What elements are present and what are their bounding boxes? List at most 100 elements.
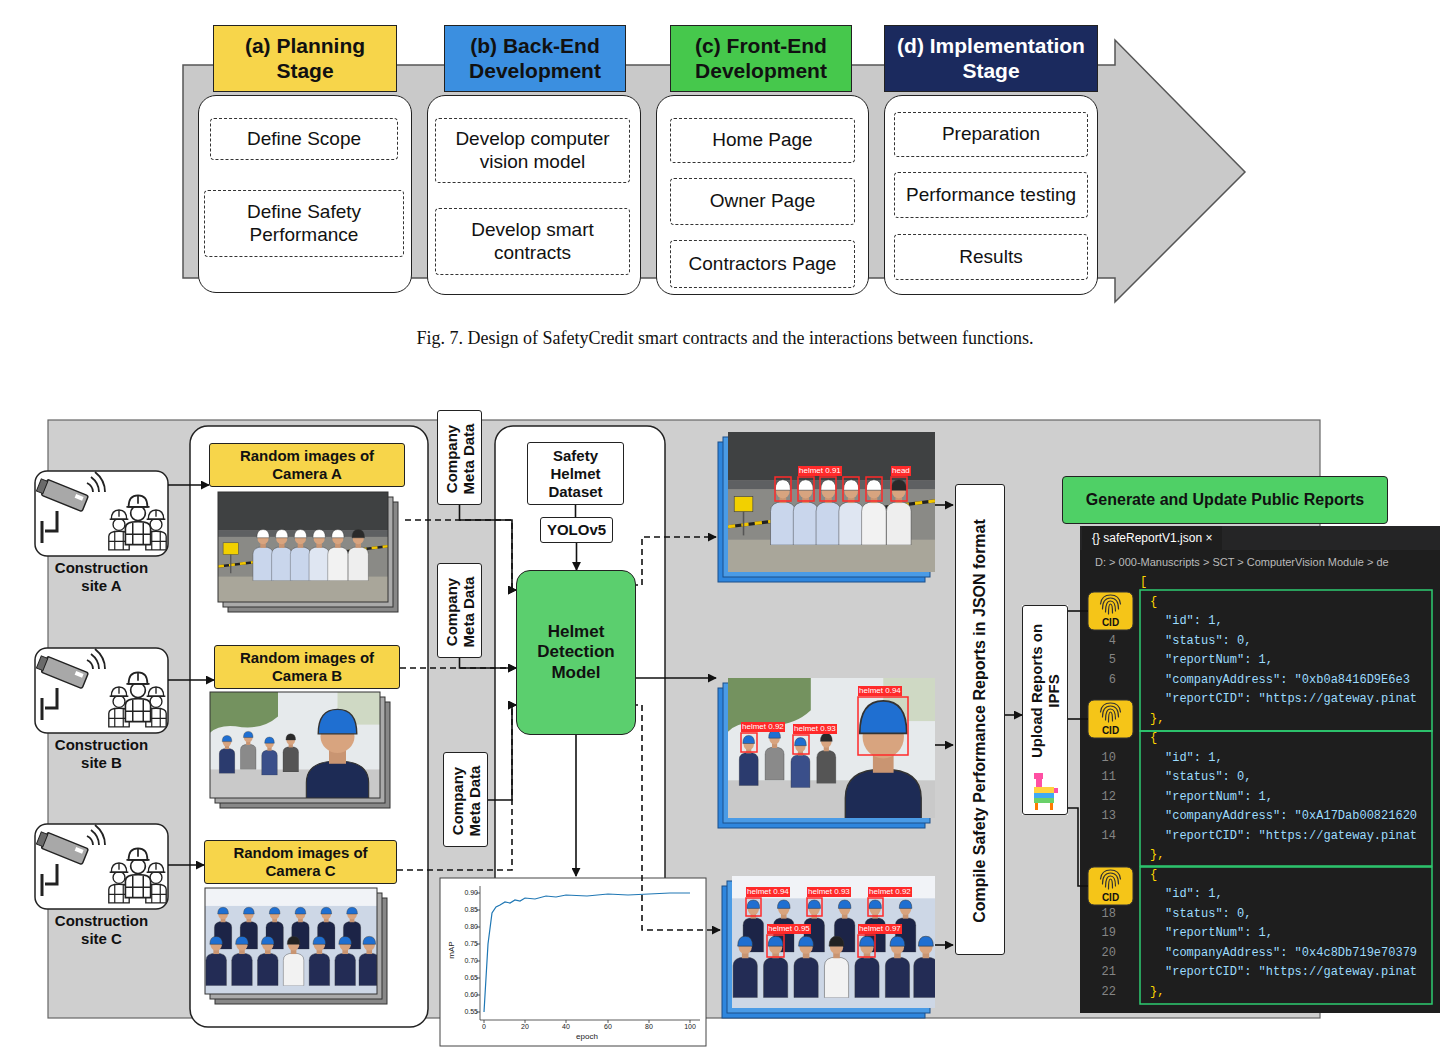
connector bbox=[1068, 808, 1088, 886]
vertical-box: Company Meta Data bbox=[437, 410, 482, 505]
line-number: 14 bbox=[1094, 828, 1116, 844]
axis-tick: 0.80 bbox=[458, 922, 478, 931]
detection-tag: helmet 0.91 bbox=[798, 466, 842, 476]
task-label: Home Page bbox=[712, 129, 812, 152]
line-number: 6 bbox=[1094, 672, 1116, 688]
figure-caption: Fig. 7. Design of SafetyCredit smart con… bbox=[0, 327, 1450, 349]
detection-tag: helmet 0.93 bbox=[807, 887, 851, 897]
axis-tick: 0.85 bbox=[458, 905, 478, 914]
code-line: "reportNum": 1, bbox=[1165, 925, 1273, 941]
axis-tick: 0.90 bbox=[458, 888, 478, 897]
stage-panel: (d) Implementation StagePreparationPerfo… bbox=[884, 25, 1098, 295]
task-box: Owner Page bbox=[670, 178, 855, 225]
code-line: "id": 1, bbox=[1165, 886, 1223, 902]
camera-header: Random images of Camera B bbox=[214, 645, 400, 689]
camera-images bbox=[205, 492, 398, 1004]
task-box: Performance testing bbox=[894, 172, 1088, 218]
code-line: "reportCID": "https://gateway.pinat bbox=[1165, 691, 1417, 707]
task-label: Performance testing bbox=[906, 184, 1076, 207]
code-line: "status": 0, bbox=[1165, 633, 1251, 649]
line-number: 5 bbox=[1094, 652, 1116, 668]
vertical-label: Company Meta Data bbox=[442, 416, 477, 501]
code-editor bbox=[1080, 526, 1440, 1013]
process-box: Helmet Detection Model bbox=[516, 570, 636, 735]
axis-tick: 100 bbox=[678, 1022, 702, 1031]
task-label: Develop computer vision model bbox=[436, 128, 629, 174]
code-line: "status": 0, bbox=[1165, 769, 1251, 785]
code-line: "reportNum": 1, bbox=[1165, 789, 1273, 805]
site-label: Construction site B bbox=[46, 736, 158, 772]
vertical-box: Upload Reports on IPFS bbox=[1022, 605, 1068, 815]
code-line: "companyAddress": "0xb0a8416D9E6e3 bbox=[1165, 672, 1410, 688]
cid-badge: CID bbox=[1088, 700, 1133, 738]
box-label: Generate and Update Public Reports bbox=[1086, 490, 1364, 509]
connector bbox=[576, 543, 578, 570]
cid-label: CID bbox=[1088, 892, 1133, 903]
connector bbox=[488, 705, 516, 800]
detection-images bbox=[718, 432, 938, 1018]
line-number: 10 bbox=[1094, 750, 1116, 766]
vertical-label: Company Meta Data bbox=[442, 569, 477, 654]
task-box: Define Safety Performance bbox=[204, 190, 404, 257]
line-number: 13 bbox=[1094, 808, 1116, 824]
axis-title: epoch bbox=[567, 1032, 607, 1042]
map-chart bbox=[440, 735, 706, 1046]
task-label: Preparation bbox=[942, 123, 1040, 146]
task-box: Define Scope bbox=[210, 118, 398, 160]
task-label: Results bbox=[959, 246, 1022, 269]
axis-tick: 40 bbox=[554, 1022, 578, 1031]
stage-header: (d) Implementation Stage bbox=[884, 25, 1098, 92]
editor-tab: {} safeReportV1.json × bbox=[1092, 531, 1212, 545]
site-icons bbox=[35, 471, 168, 909]
code-line: "reportCID": "https://gateway.pinat bbox=[1165, 964, 1417, 980]
connector bbox=[575, 505, 577, 517]
code-line: { bbox=[1150, 594, 1157, 610]
axis-title: mAP bbox=[447, 941, 457, 958]
box-label: Safety Helmet Dataset bbox=[528, 447, 623, 501]
code-line: "companyAddress": "0xA17Dab00821620 bbox=[1165, 808, 1417, 824]
axis-tick: 0 bbox=[472, 1022, 496, 1031]
line-number: 11 bbox=[1094, 769, 1116, 785]
line-number: 21 bbox=[1094, 964, 1116, 980]
process-box: Generate and Update Public Reports bbox=[1062, 476, 1388, 524]
stage-header: (c) Front-End Development bbox=[670, 25, 852, 92]
connector bbox=[1068, 610, 1088, 612]
line-number: 18 bbox=[1094, 906, 1116, 922]
breadcrumb: D: > 000-Manuscripts > SCT > ComputerVis… bbox=[1095, 556, 1389, 569]
axis-tick: 0.70 bbox=[458, 956, 478, 965]
line-number: 12 bbox=[1094, 789, 1116, 805]
connector bbox=[1068, 718, 1088, 720]
task-label: Owner Page bbox=[710, 190, 816, 213]
connector bbox=[397, 705, 516, 870]
box-label: YOLOv5 bbox=[547, 521, 606, 539]
camera-feed: Random images of Camera C bbox=[204, 840, 397, 1008]
code-line: { bbox=[1150, 867, 1157, 883]
cid-label: CID bbox=[1088, 725, 1133, 736]
cid-label: CID bbox=[1088, 617, 1133, 628]
camera-header: Random images of Camera A bbox=[209, 443, 405, 487]
task-label: Develop smart contracts bbox=[436, 219, 629, 265]
detection-tag: helmet 0.94 bbox=[746, 887, 790, 897]
axis-tick: 0.55 bbox=[458, 1007, 478, 1016]
code-line: "id": 1, bbox=[1165, 750, 1223, 766]
axis-tick: 0.65 bbox=[458, 973, 478, 982]
detection-tag: head bbox=[891, 466, 911, 476]
code-line: }, bbox=[1150, 984, 1164, 1000]
stage-header: (a) Planning Stage bbox=[213, 25, 397, 92]
site-label: Construction site A bbox=[46, 559, 158, 595]
construction-site: Construction site C bbox=[35, 824, 168, 948]
vertical-box: Company Meta Data bbox=[443, 752, 488, 847]
camera-header: Random images of Camera C bbox=[204, 840, 397, 884]
stage-panel: (a) Planning StageDefine ScopeDefine Saf… bbox=[198, 25, 412, 293]
connector bbox=[168, 484, 209, 486]
camera-feed: Random images of Camera B bbox=[214, 645, 400, 815]
upload-icon bbox=[1022, 605, 1068, 815]
task-box: Home Page bbox=[670, 118, 855, 163]
connector bbox=[460, 658, 517, 668]
connector bbox=[168, 679, 214, 681]
line-number: 20 bbox=[1094, 945, 1116, 961]
vertical-label: Compile Safety Performance Reports in JS… bbox=[971, 496, 989, 946]
stage-header: (b) Back-End Development bbox=[444, 25, 626, 92]
construction-site: Construction site A bbox=[35, 471, 168, 598]
